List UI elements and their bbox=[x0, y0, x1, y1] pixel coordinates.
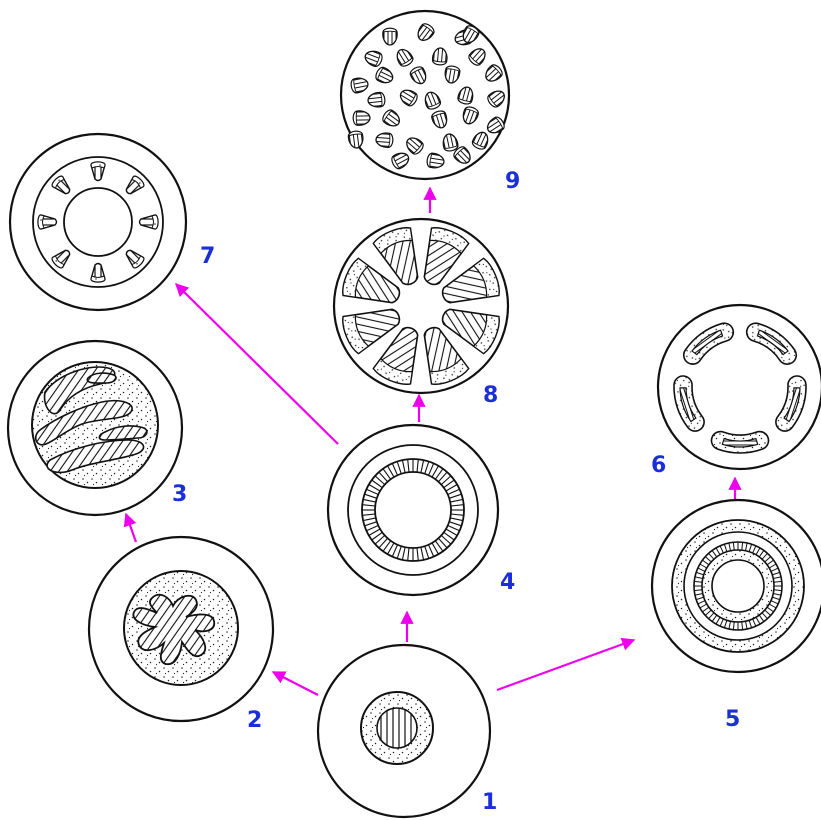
scattered-bundle bbox=[353, 111, 370, 126]
stage-1-protostele bbox=[318, 645, 490, 817]
label-9: 9 bbox=[505, 169, 520, 194]
label-8: 8 bbox=[483, 383, 498, 408]
label-4: 4 bbox=[500, 570, 515, 595]
stage-6-dictyostele bbox=[658, 305, 821, 469]
label-5: 5 bbox=[725, 707, 740, 732]
meristele bbox=[712, 432, 769, 453]
stage-8-eustele bbox=[334, 219, 508, 393]
label-3: 3 bbox=[172, 482, 187, 507]
stage-4-siphonostele bbox=[328, 425, 498, 595]
arrow-1-to-2 bbox=[273, 672, 318, 695]
stage-9-atactostele bbox=[341, 11, 509, 179]
label-6: 6 bbox=[651, 453, 666, 478]
scattered-bundle bbox=[383, 28, 397, 45]
arrow-4-to-7 bbox=[176, 284, 338, 444]
stage-5-amphiphloic-siphonostele bbox=[652, 500, 821, 672]
label-1: 1 bbox=[482, 790, 497, 815]
stage-3-plectostele bbox=[8, 341, 182, 515]
stage-7-eustele bbox=[10, 134, 186, 310]
label-7: 7 bbox=[200, 244, 215, 269]
label-2: 2 bbox=[247, 708, 262, 733]
arrow-1-to-5 bbox=[497, 640, 634, 690]
arrow-2-to-3 bbox=[126, 514, 136, 542]
stage-2-actinostele bbox=[89, 537, 273, 721]
